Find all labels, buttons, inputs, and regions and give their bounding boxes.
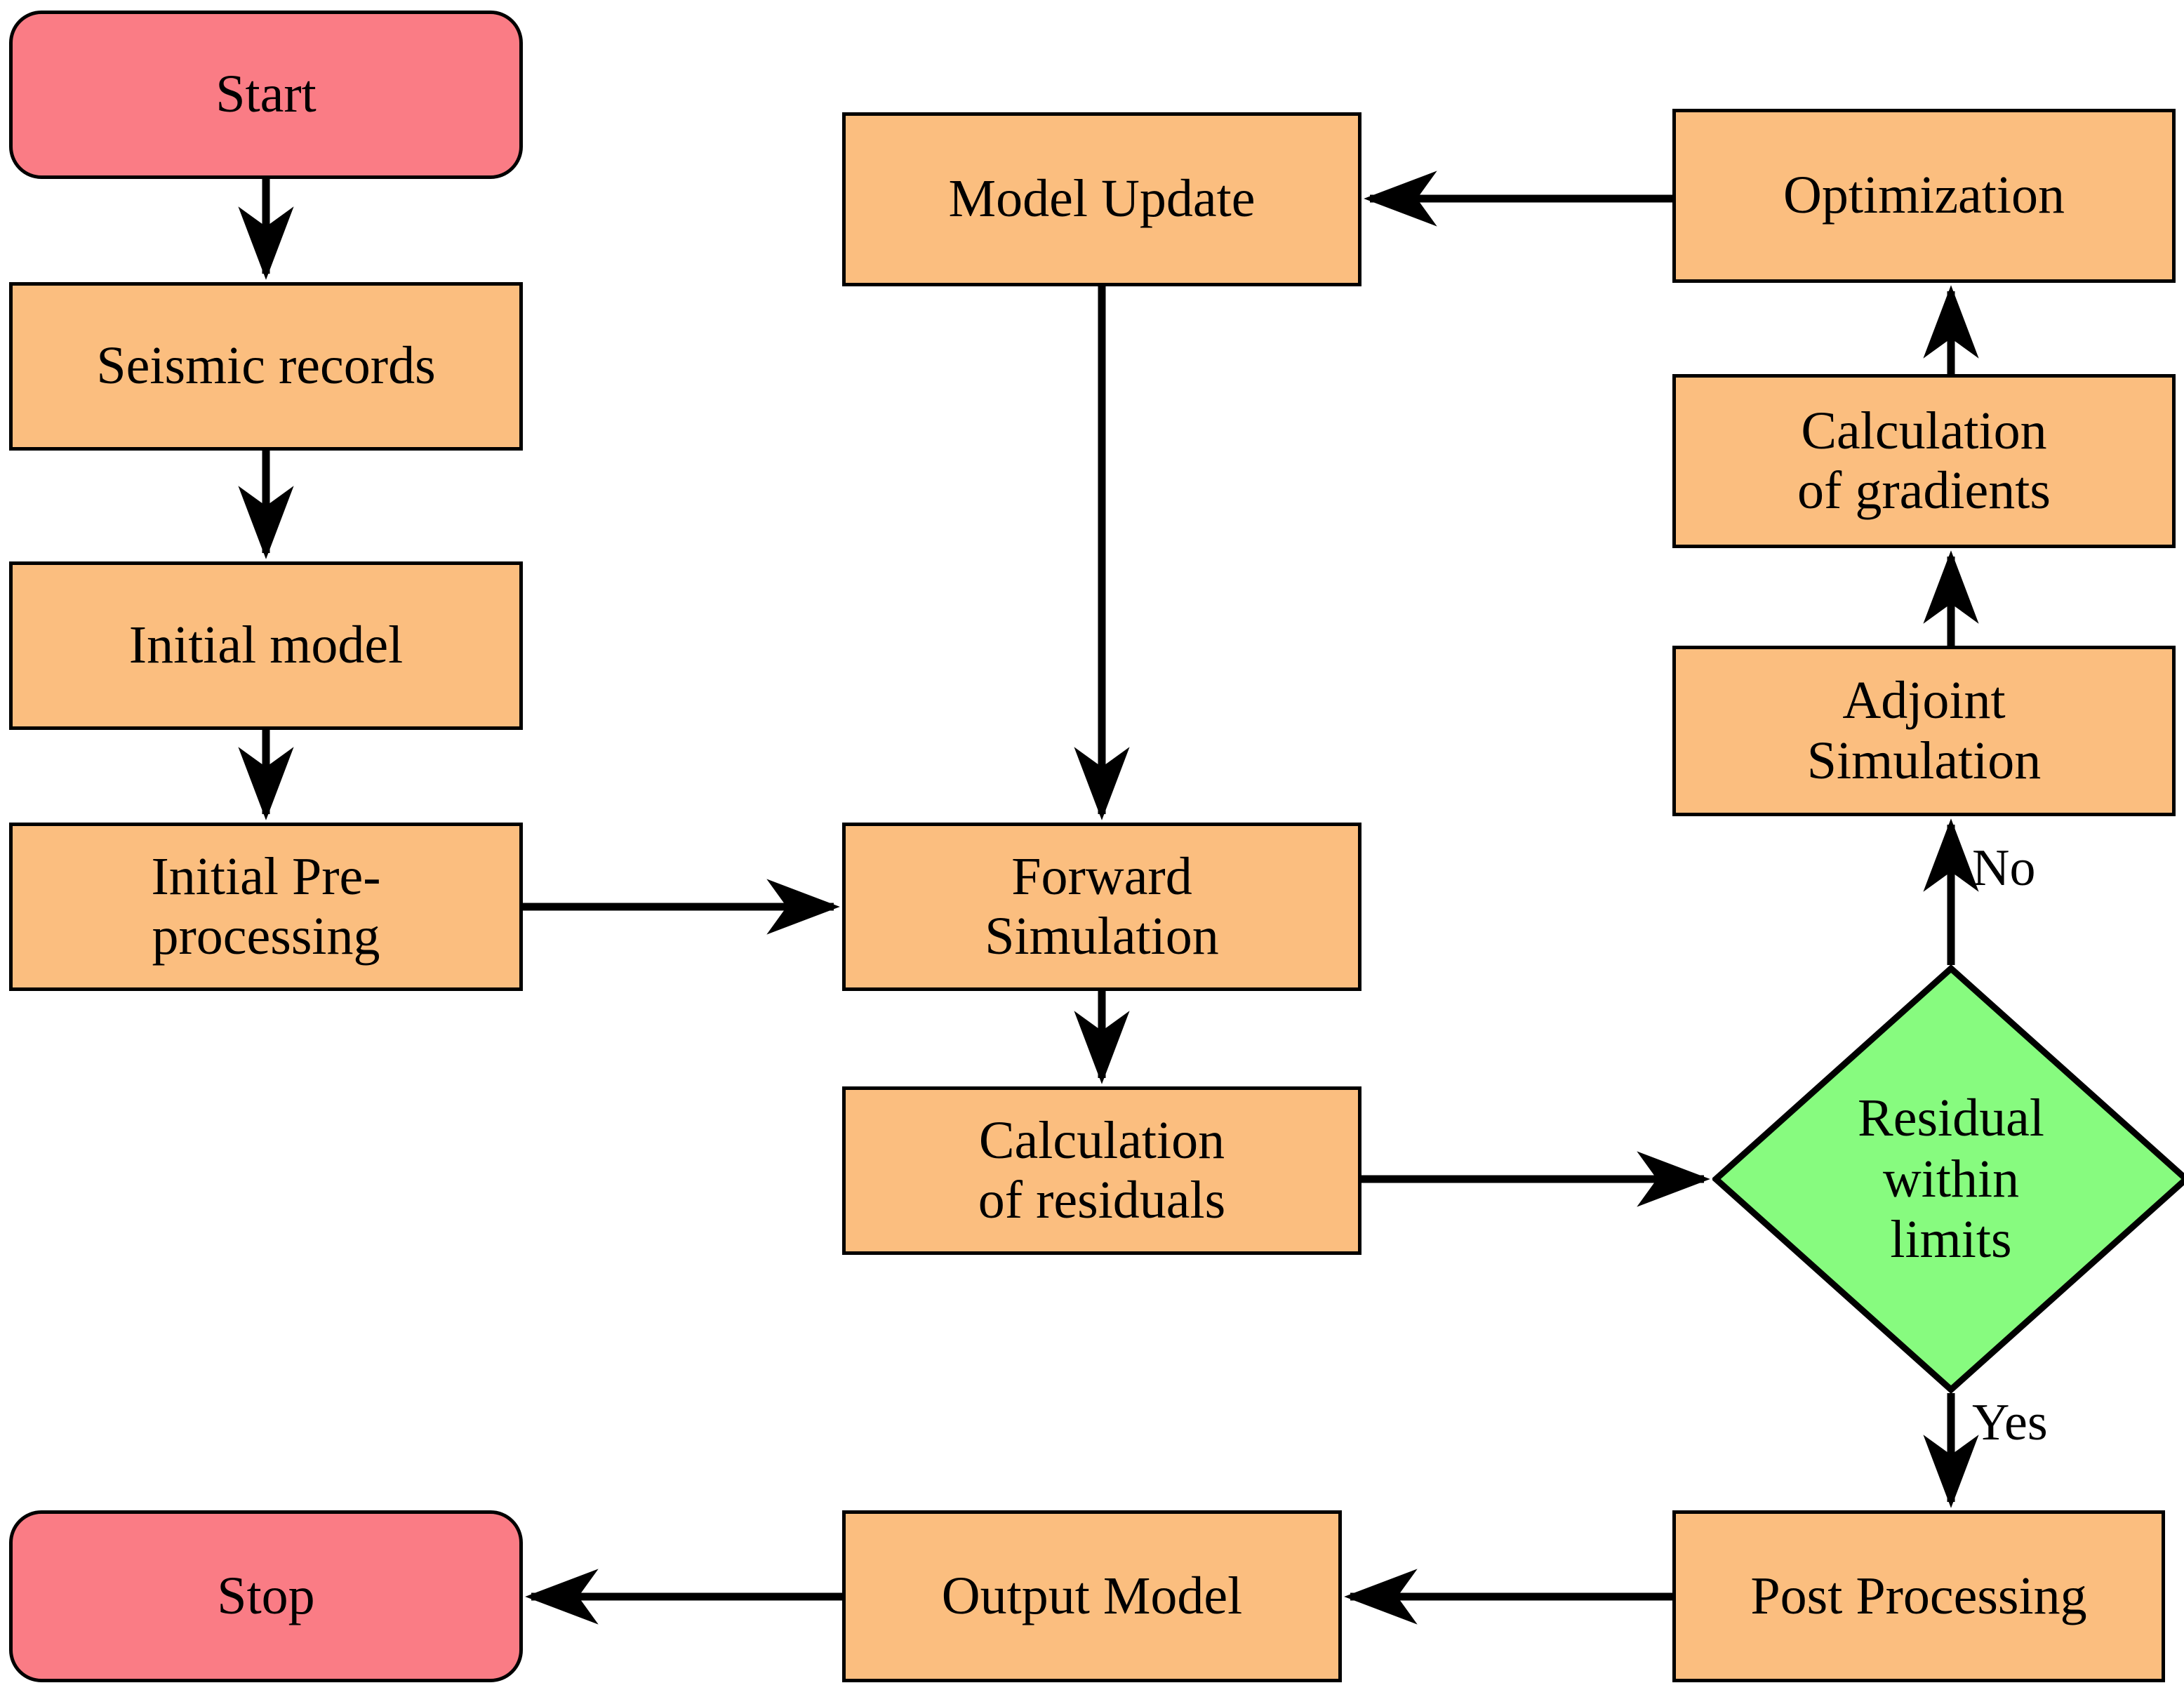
decision-label: Residual within limits bbox=[1858, 1089, 2044, 1270]
diamond-shape bbox=[1712, 965, 2184, 1393]
node-model-update[interactable]: Model Update bbox=[842, 112, 1361, 286]
node-residual-within-limits[interactable]: Residual within limits bbox=[1712, 965, 2184, 1393]
node-output-model[interactable]: Output Model bbox=[842, 1510, 1342, 1682]
edge-label-yes: Yes bbox=[1972, 1394, 2048, 1451]
node-initial-model[interactable]: Initial model bbox=[9, 561, 523, 730]
node-adjoint-simulation[interactable]: Adjoint Simulation bbox=[1672, 646, 2176, 816]
node-initial-preprocessing[interactable]: Initial Pre- processing bbox=[9, 823, 523, 991]
node-forward-simulation[interactable]: Forward Simulation bbox=[842, 823, 1361, 991]
edge-label-no: No bbox=[1972, 839, 2036, 897]
node-optimization[interactable]: Optimization bbox=[1672, 109, 2176, 283]
node-seismic-records[interactable]: Seismic records bbox=[9, 282, 523, 451]
node-post-processing[interactable]: Post Processing bbox=[1672, 1510, 2165, 1682]
node-start[interactable]: Start bbox=[9, 11, 523, 179]
node-calculation-of-gradients[interactable]: Calculation of gradients bbox=[1672, 374, 2176, 548]
node-stop[interactable]: Stop bbox=[9, 1510, 523, 1682]
node-calculation-of-residuals[interactable]: Calculation of residuals bbox=[842, 1086, 1361, 1255]
